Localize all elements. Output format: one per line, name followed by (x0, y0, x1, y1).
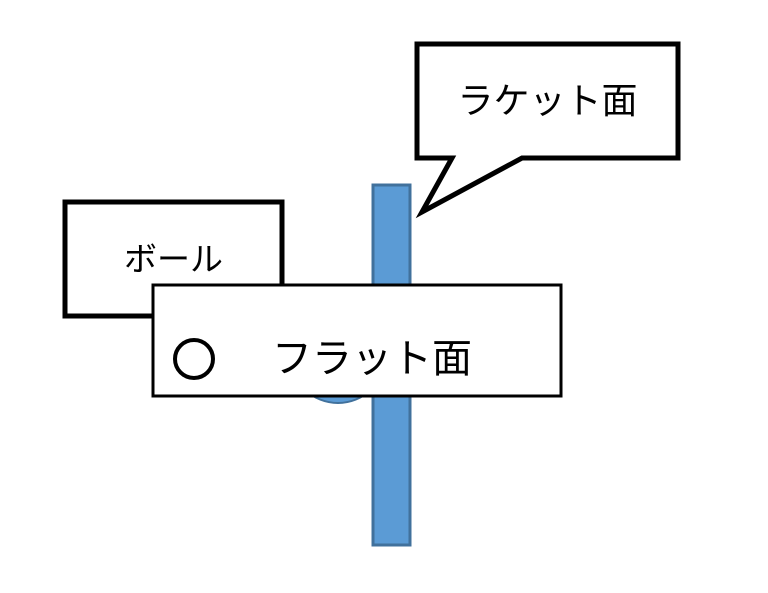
racket-callout-text: ラケット面 (457, 81, 637, 122)
flat-face-bullet-icon (173, 338, 215, 380)
ball-label-text: ボール (124, 240, 223, 279)
racket-callout-balloon (414, 41, 681, 219)
flat-face-text: フラット面 (272, 336, 472, 382)
flat-face-box (151, 283, 563, 398)
